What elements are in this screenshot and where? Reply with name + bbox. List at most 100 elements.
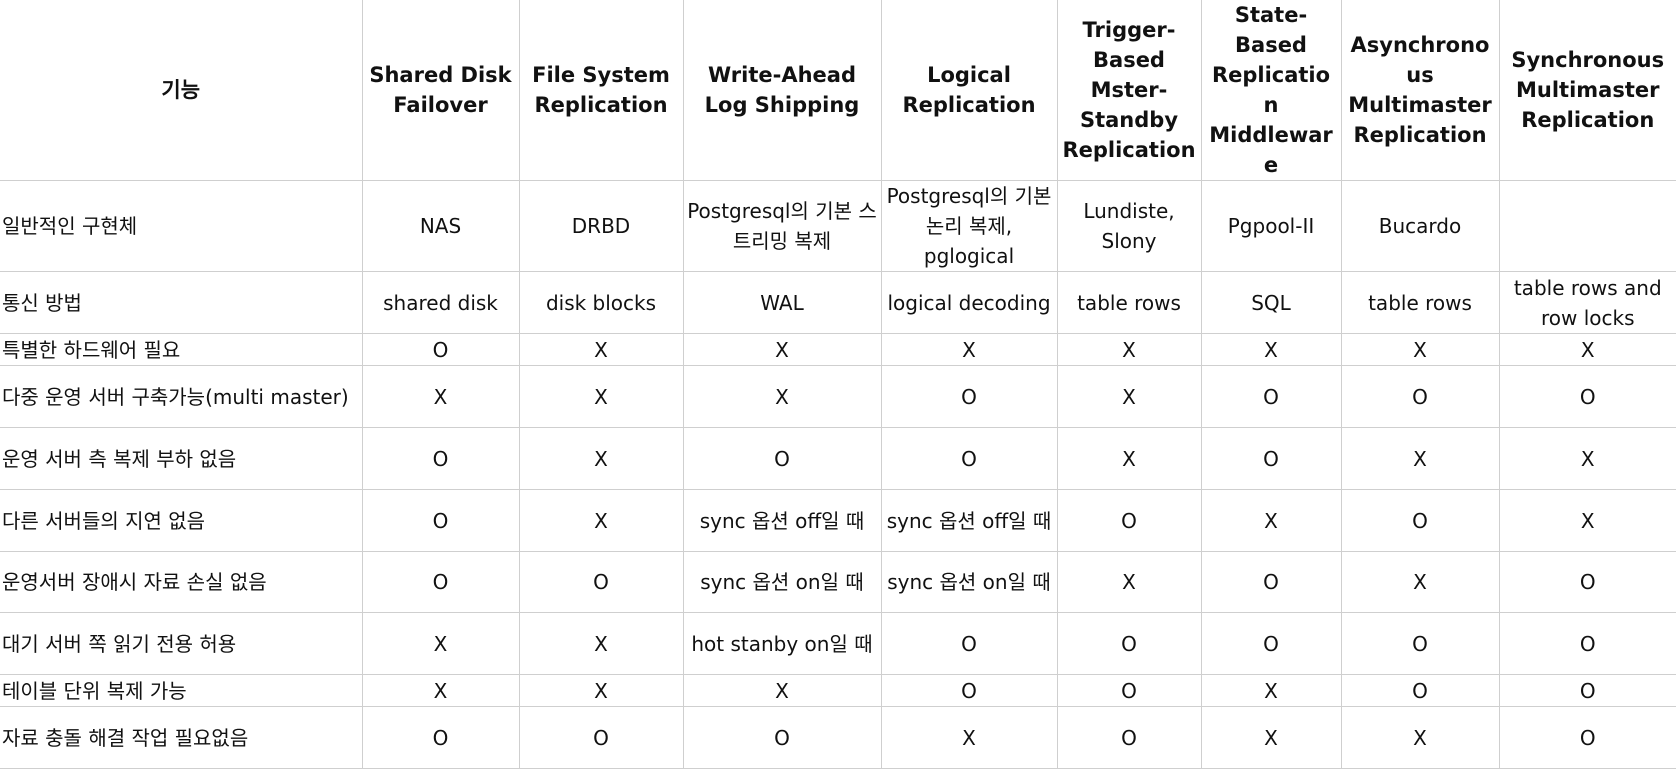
table-cell: NAS bbox=[362, 180, 520, 272]
header-trigger-based-replication: Trigger-Based Mster-Standby Replication bbox=[1057, 0, 1202, 181]
table-row: 자료 충돌 해결 작업 필요없음 O O O X O X X O bbox=[0, 706, 1676, 769]
table-cell: X bbox=[1201, 333, 1342, 366]
table-cell: O bbox=[519, 706, 684, 769]
table-cell: O bbox=[1499, 674, 1676, 707]
table-cell: Lundiste, Slony bbox=[1057, 180, 1202, 272]
table-cell: O bbox=[1057, 706, 1202, 769]
table-cell: O bbox=[1499, 706, 1676, 769]
table-cell: X bbox=[519, 333, 684, 366]
table-cell: Postgresql의 기본 논리 복제, pglogical bbox=[881, 180, 1058, 272]
row-label: 운영 서버 측 복제 부하 없음 bbox=[0, 427, 363, 490]
header-feature: 기능 bbox=[0, 0, 363, 181]
table-cell: O bbox=[362, 489, 520, 552]
table-cell: O bbox=[1201, 365, 1342, 428]
table-cell: O bbox=[683, 706, 882, 769]
table-cell: sync 옵션 off일 때 bbox=[881, 489, 1058, 552]
table-cell: X bbox=[1499, 489, 1676, 552]
table-cell: X bbox=[1201, 674, 1342, 707]
row-label: 일반적인 구현체 bbox=[0, 180, 363, 272]
table-cell: X bbox=[519, 489, 684, 552]
table-cell: X bbox=[519, 674, 684, 707]
table-cell: O bbox=[519, 551, 684, 613]
table-cell: X bbox=[683, 365, 882, 428]
table-cell: X bbox=[362, 612, 520, 675]
row-label: 다른 서버들의 지연 없음 bbox=[0, 489, 363, 552]
table-cell: O bbox=[1341, 365, 1500, 428]
table-cell: WAL bbox=[683, 271, 882, 334]
table-cell: O bbox=[1057, 674, 1202, 707]
table-cell: shared disk bbox=[362, 271, 520, 334]
table-cell: X bbox=[519, 612, 684, 675]
table-cell: disk blocks bbox=[519, 271, 684, 334]
table-cell: X bbox=[1057, 333, 1202, 366]
table-row: 테이블 단위 복제 가능 X X X O O X O O bbox=[0, 674, 1676, 707]
table-cell: O bbox=[1341, 612, 1500, 675]
table-cell: logical decoding bbox=[881, 271, 1058, 334]
table-cell: X bbox=[1201, 706, 1342, 769]
table-cell: X bbox=[1057, 365, 1202, 428]
table-cell: sync 옵션 on일 때 bbox=[683, 551, 882, 613]
table-cell: X bbox=[1341, 551, 1500, 613]
table-cell: O bbox=[881, 427, 1058, 490]
table-row: 통신 방법 shared disk disk blocks WAL logica… bbox=[0, 271, 1676, 334]
table-cell: Bucardo bbox=[1341, 180, 1500, 272]
table-cell: SQL bbox=[1201, 271, 1342, 334]
table-cell: X bbox=[1057, 427, 1202, 490]
table-cell: X bbox=[519, 365, 684, 428]
table-cell: O bbox=[1057, 612, 1202, 675]
table-cell: O bbox=[881, 365, 1058, 428]
table-row: 일반적인 구현체 NAS DRBD Postgresql의 기본 스트리밍 복제… bbox=[0, 180, 1676, 272]
row-label: 다중 운영 서버 구축가능(multi master) bbox=[0, 365, 363, 428]
table-cell: O bbox=[1499, 365, 1676, 428]
table-cell: hot stanby on일 때 bbox=[683, 612, 882, 675]
table-cell: X bbox=[1499, 333, 1676, 366]
table-cell: Postgresql의 기본 스트리밍 복제 bbox=[683, 180, 882, 272]
header-logical-replication: Logical Replication bbox=[881, 0, 1058, 181]
table-cell: X bbox=[1057, 551, 1202, 613]
table-cell: O bbox=[1201, 551, 1342, 613]
row-label: 대기 서버 쪽 읽기 전용 허용 bbox=[0, 612, 363, 675]
table-cell: O bbox=[362, 427, 520, 490]
table-row: 다른 서버들의 지연 없음 O X sync 옵션 off일 때 sync 옵션… bbox=[0, 489, 1676, 552]
table-row: 운영 서버 측 복제 부하 없음 O X O O X O X X bbox=[0, 427, 1676, 490]
table-cell: sync 옵션 off일 때 bbox=[683, 489, 882, 552]
header-row: 기능 Shared Disk Failover File System Repl… bbox=[0, 0, 1676, 181]
table-cell bbox=[1499, 180, 1676, 272]
table-cell: X bbox=[1499, 427, 1676, 490]
table-cell: O bbox=[362, 551, 520, 613]
table-cell: X bbox=[1341, 333, 1500, 366]
table-cell: X bbox=[881, 706, 1058, 769]
table-cell: O bbox=[362, 333, 520, 366]
header-sync-multimaster: Synchronous Multimaster Replication bbox=[1499, 0, 1676, 181]
header-shared-disk-failover: Shared Disk Failover bbox=[362, 0, 520, 181]
table-cell: table rows bbox=[1057, 271, 1202, 334]
header-wal-shipping: Write-Ahead Log Shipping bbox=[683, 0, 882, 181]
table-cell: X bbox=[362, 365, 520, 428]
table-cell: sync 옵션 on일 때 bbox=[881, 551, 1058, 613]
table-cell: X bbox=[683, 674, 882, 707]
table-cell: DRBD bbox=[519, 180, 684, 272]
table-cell: O bbox=[1201, 612, 1342, 675]
table-cell: O bbox=[1341, 674, 1500, 707]
table-cell: X bbox=[519, 427, 684, 490]
table-cell: X bbox=[362, 674, 520, 707]
row-label: 운영서버 장애시 자료 손실 없음 bbox=[0, 551, 363, 613]
table-cell: table rows and row locks bbox=[1499, 271, 1676, 334]
header-file-system-replication: File System Replication bbox=[519, 0, 684, 181]
row-label: 특별한 하드웨어 필요 bbox=[0, 333, 363, 366]
table-cell: X bbox=[1341, 706, 1500, 769]
table-cell: table rows bbox=[1341, 271, 1500, 334]
table-cell: X bbox=[1201, 489, 1342, 552]
table-cell: O bbox=[1499, 612, 1676, 675]
table-cell: X bbox=[881, 333, 1058, 366]
table-cell: X bbox=[1341, 427, 1500, 490]
table-row: 운영서버 장애시 자료 손실 없음 O O sync 옵션 on일 때 sync… bbox=[0, 551, 1676, 613]
table-cell: O bbox=[1341, 489, 1500, 552]
row-label: 통신 방법 bbox=[0, 271, 363, 334]
table-cell: O bbox=[1057, 489, 1202, 552]
table-row: 다중 운영 서버 구축가능(multi master) X X X O X O … bbox=[0, 365, 1676, 428]
header-async-multimaster: Asynchronous Multimaster Replication bbox=[1341, 0, 1500, 181]
table-cell: Pgpool-II bbox=[1201, 180, 1342, 272]
table-row: 특별한 하드웨어 필요 O X X X X X X X bbox=[0, 333, 1676, 366]
